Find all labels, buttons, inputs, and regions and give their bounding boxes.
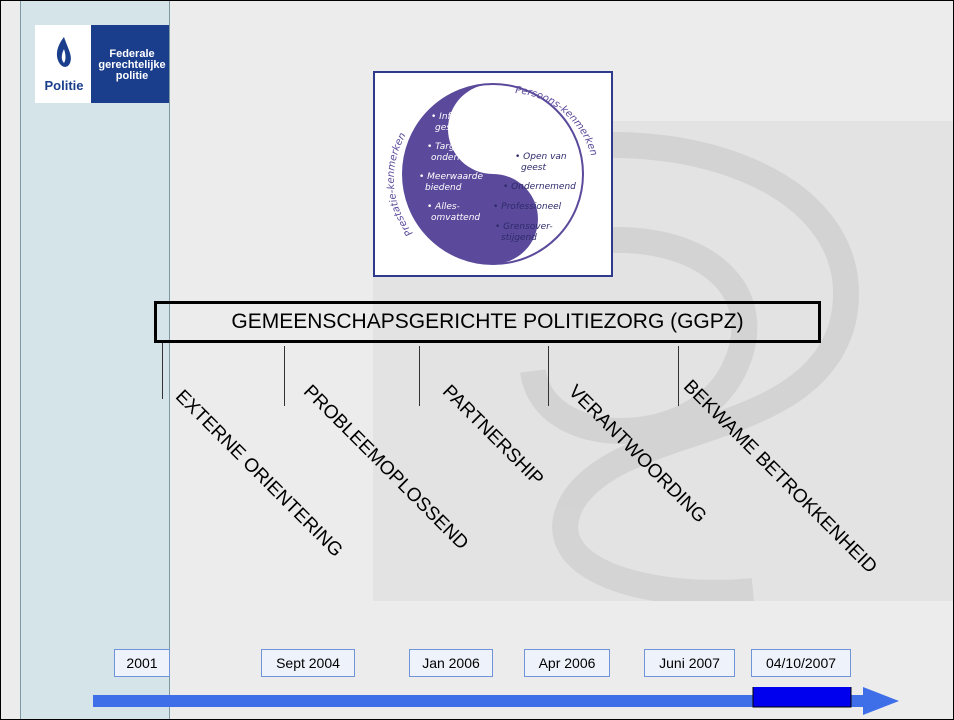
timeline-tick	[419, 346, 420, 406]
logo-right-text: Federale gerechtelijke politie	[98, 48, 166, 82]
date-label: Apr 2006	[524, 649, 610, 677]
date-label: Jan 2006	[409, 649, 493, 677]
left-item-2b: ondermijnend	[431, 153, 494, 163]
yin-yang-diagram: Prestatie-kenmerken Persoons-kenmerken •…	[373, 71, 613, 277]
date-label: Juni 2007	[644, 649, 735, 677]
logo-left-text: Politie	[44, 78, 84, 93]
arrow-head	[863, 687, 899, 715]
date-label: 2001	[114, 649, 170, 677]
left-item-3b: biedend	[425, 183, 462, 193]
timeline-arrow	[93, 687, 899, 715]
right-item-3: • Professioneel	[493, 202, 562, 212]
right-item-4a: • Grensover-	[495, 222, 553, 232]
date-label: 04/10/2007	[751, 649, 851, 677]
ggpz-title: GEMEENSCHAPSGERICHTE POLITIEZORG (GGPZ)	[231, 310, 744, 333]
left-item-1a: • Informatie-	[431, 112, 489, 122]
politie-logo: Politie Federale gerechtelijke politie	[35, 25, 169, 103]
sidebar-band	[21, 1, 170, 719]
left-item-1b: gestuurd	[435, 123, 476, 133]
right-item-1a: • Open van	[515, 152, 567, 162]
left-item-4b: omvattend	[431, 213, 480, 223]
left-item-2a: • Target-	[427, 142, 467, 152]
timeline-tick	[548, 346, 549, 406]
timeline-tick	[162, 343, 163, 399]
timeline-tick	[678, 346, 679, 406]
left-item-4a: • Alles-	[427, 202, 460, 212]
right-item-2: • Ondernemend	[503, 182, 576, 192]
diagram-purple-half	[403, 84, 538, 264]
timeline-tick	[284, 346, 285, 406]
left-item-3a: • Meerwaarde	[419, 172, 484, 182]
arrow-shaft	[93, 695, 863, 707]
right-item-4b: stijgend	[501, 233, 537, 243]
ggpz-title-box: GEMEENSCHAPSGERICHTE POLITIEZORG (GGPZ)	[154, 301, 821, 343]
date-label: Sept 2004	[261, 649, 355, 677]
right-item-1b: geest	[521, 163, 546, 173]
flame-icon	[56, 37, 71, 67]
logo-blue-panel	[91, 25, 169, 103]
current-marker	[752, 687, 852, 708]
